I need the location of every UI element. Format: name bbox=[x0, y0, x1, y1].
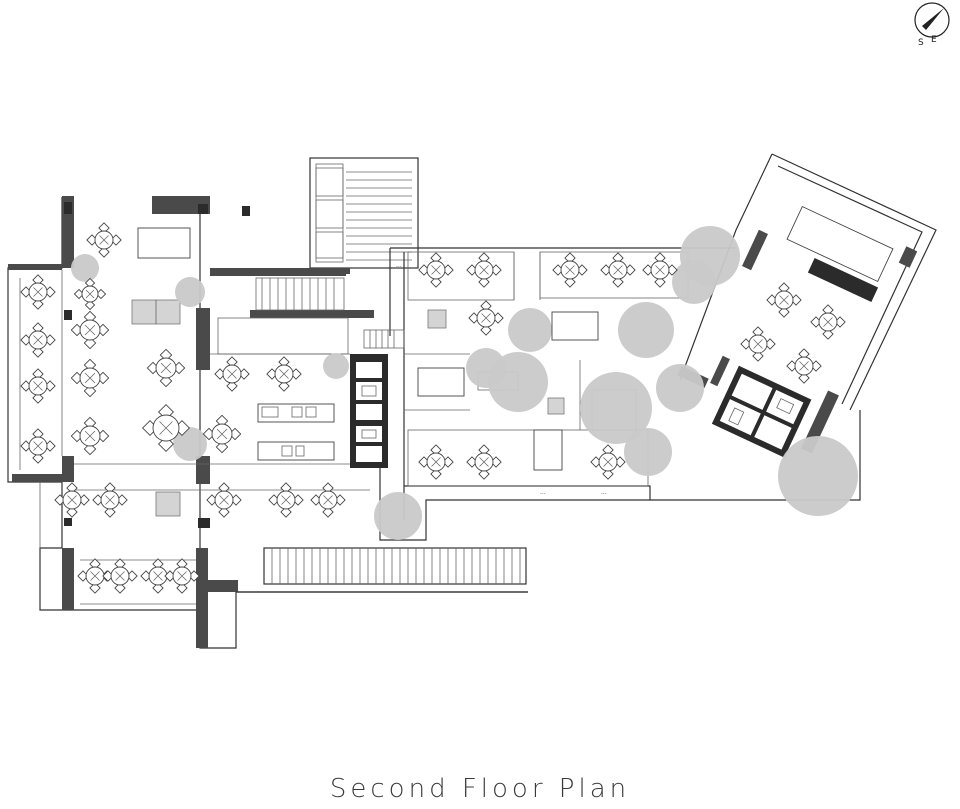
long-table bbox=[551, 311, 599, 341]
table-icon bbox=[468, 300, 504, 336]
table-icon bbox=[740, 326, 776, 362]
service-counter bbox=[257, 403, 335, 461]
table-icon bbox=[418, 444, 454, 480]
display-block bbox=[427, 309, 447, 329]
table-icon bbox=[142, 404, 190, 452]
tree-icon bbox=[488, 352, 548, 412]
tree-icon bbox=[672, 260, 716, 304]
table-icon bbox=[766, 282, 802, 318]
display-block bbox=[547, 397, 565, 415]
tree-icon bbox=[624, 428, 672, 476]
tree-icon bbox=[618, 302, 674, 358]
table-icon bbox=[70, 358, 110, 398]
tree-icon bbox=[71, 254, 99, 282]
tree-icon bbox=[173, 427, 207, 461]
table-icon bbox=[70, 416, 110, 456]
table-icon bbox=[600, 252, 636, 288]
table-icon bbox=[214, 356, 250, 392]
compass-s-label: S bbox=[918, 38, 924, 48]
tree-icon bbox=[508, 308, 552, 352]
table-icon bbox=[206, 482, 242, 518]
table-icon bbox=[786, 348, 822, 384]
compass-e-label: E bbox=[931, 35, 937, 45]
northeast-lounge bbox=[677, 153, 937, 458]
table-icon bbox=[268, 482, 304, 518]
table-icon bbox=[86, 222, 122, 258]
table-icon bbox=[73, 277, 107, 311]
table-icon bbox=[70, 310, 110, 350]
service-core bbox=[350, 354, 388, 468]
table-icon bbox=[20, 428, 56, 464]
long-table bbox=[417, 367, 465, 397]
tree-icon bbox=[374, 492, 422, 540]
table-icon bbox=[642, 252, 678, 288]
table-icon bbox=[54, 482, 90, 518]
tree-icon bbox=[323, 353, 349, 379]
svg-text:...: ... bbox=[601, 489, 607, 496]
table-icon bbox=[20, 274, 56, 310]
table-icon bbox=[810, 304, 846, 340]
tree-canopies bbox=[71, 226, 858, 540]
table-icon bbox=[20, 368, 56, 404]
table-icon bbox=[466, 252, 502, 288]
toilet-icon bbox=[728, 407, 745, 426]
south-stair bbox=[236, 547, 528, 593]
west-dining-hall bbox=[7, 196, 528, 649]
tree-icon bbox=[778, 436, 858, 516]
compass-icon: S E bbox=[914, 2, 950, 48]
table-icon bbox=[310, 482, 346, 518]
tree-icon bbox=[656, 364, 704, 412]
table-icon bbox=[552, 252, 588, 288]
table-icon bbox=[146, 348, 186, 388]
table-icon bbox=[92, 482, 128, 518]
tree-icon bbox=[580, 372, 652, 444]
plan-title: Second Floor Plan bbox=[329, 774, 631, 804]
table-icon bbox=[164, 558, 200, 594]
table-icon bbox=[466, 444, 502, 480]
svg-text:...: ... bbox=[540, 489, 546, 496]
table-icon bbox=[202, 414, 242, 454]
table-icon bbox=[102, 558, 138, 594]
central-stair bbox=[210, 268, 374, 355]
svg-text:...: ... bbox=[396, 262, 402, 269]
dining-tables bbox=[20, 222, 846, 594]
table-icon bbox=[266, 356, 302, 392]
table-icon bbox=[418, 252, 454, 288]
table-icon bbox=[590, 444, 626, 480]
tree-icon bbox=[175, 277, 205, 307]
toilet-icon bbox=[776, 398, 795, 415]
long-table bbox=[137, 227, 191, 259]
long-table bbox=[533, 429, 563, 471]
table-icon bbox=[20, 322, 56, 358]
north-stair bbox=[309, 157, 419, 269]
display-block bbox=[155, 491, 181, 517]
